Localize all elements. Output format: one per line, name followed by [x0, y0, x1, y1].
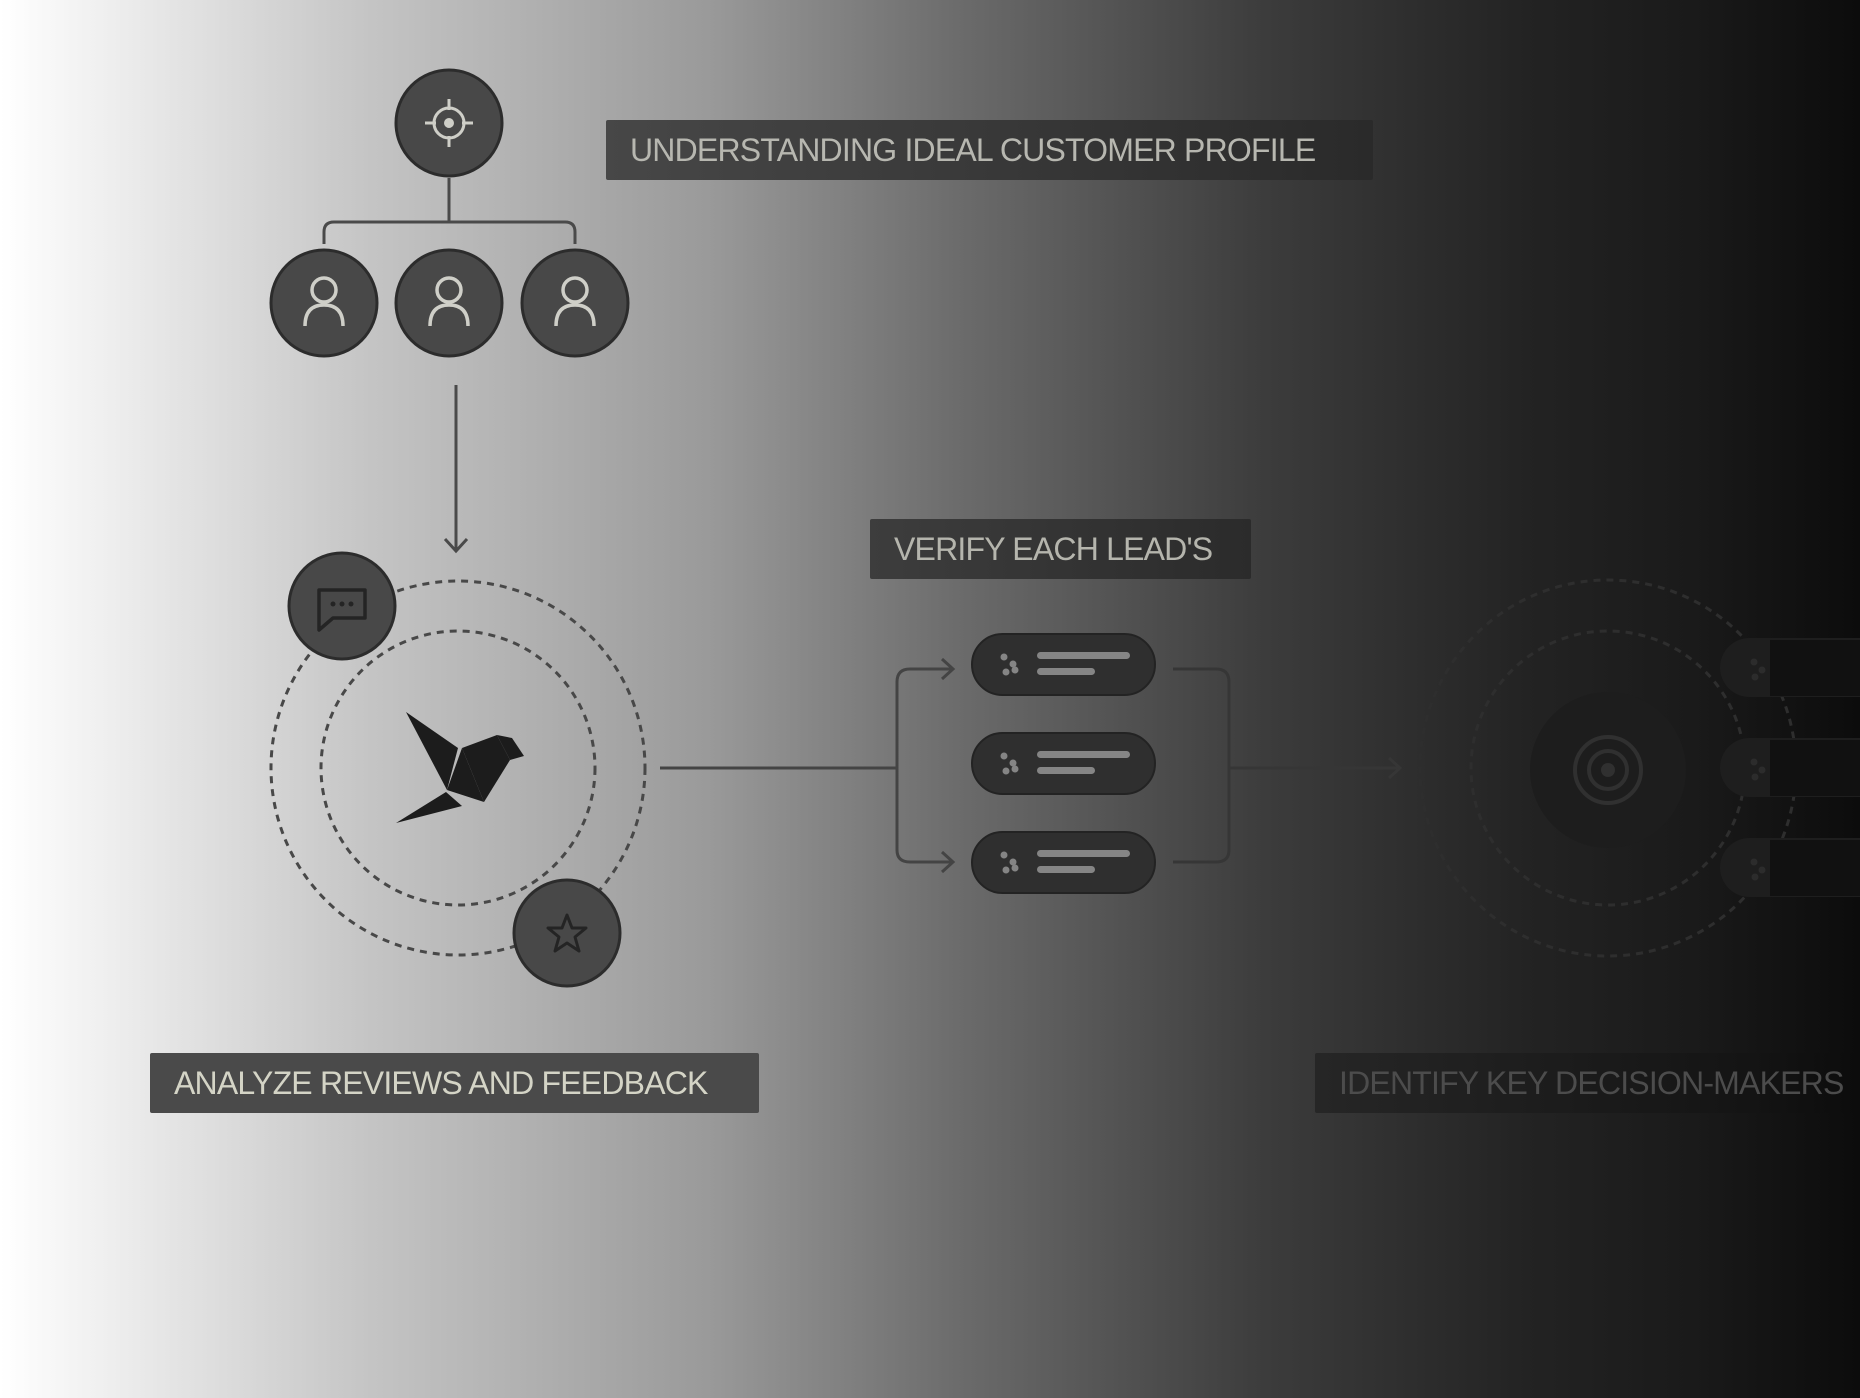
rating-node [512, 878, 622, 988]
origami-bird-icon [396, 712, 524, 823]
user-icon [554, 276, 596, 327]
lead-card-icon [1000, 851, 1019, 874]
user-icon [428, 276, 470, 327]
decision-maker-card-3 [1720, 838, 1860, 897]
person-node-1 [269, 248, 379, 358]
down-arrow [443, 385, 469, 554]
analyze-reviews-label: ANALYZE REVIEWS AND FEEDBACK [150, 1053, 759, 1113]
verify-leads-label: VERIFY EACH LEAD'S [870, 519, 1251, 579]
analysis-rings [269, 579, 647, 957]
person-node-3 [520, 248, 630, 358]
person-node-2 [394, 248, 504, 358]
star-icon [546, 913, 588, 953]
crosshair-icon [425, 99, 473, 147]
lead-card-icon [1000, 752, 1019, 775]
user-icon [303, 276, 345, 327]
target-node [1530, 692, 1686, 848]
target-icon [1573, 735, 1643, 805]
lead-card-icon [1000, 653, 1019, 676]
icp-label: UNDERSTANDING IDEAL CUSTOMER PROFILE [606, 120, 1373, 180]
chat-bubble-icon [317, 588, 367, 632]
lead-card-2 [971, 732, 1156, 795]
lead-card-3 [971, 831, 1156, 894]
comment-node [287, 551, 397, 661]
decision-maker-card-2 [1720, 738, 1860, 797]
decision-maker-card-1 [1720, 638, 1860, 697]
hierarchy-connector [322, 178, 577, 244]
connector-to-target [1173, 667, 1403, 864]
icp-node [394, 68, 504, 178]
identify-decision-makers-label: IDENTIFY KEY DECISION-MAKERS [1315, 1053, 1860, 1113]
lead-card-1 [971, 633, 1156, 696]
connector-to-leads [660, 657, 956, 874]
